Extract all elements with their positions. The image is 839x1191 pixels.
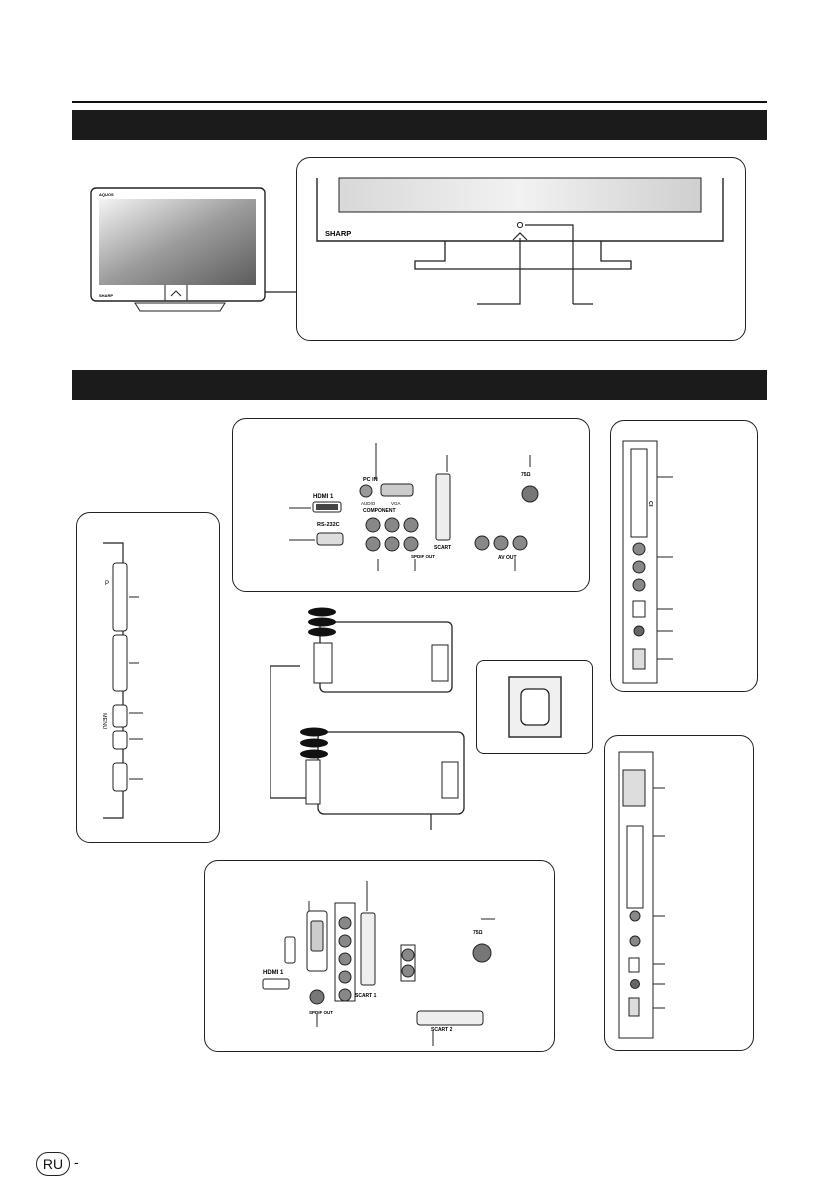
rear-connector-panel-a: HDMI 1 RS-232C PC IN AUDIO VGA COMPONENT… [232, 418, 590, 592]
ant-label: 75Ω [521, 472, 531, 478]
front-tv-brand: SHARP [99, 293, 113, 298]
pc-in-label: PC IN [363, 477, 378, 483]
side-buttons-panel: P MENU [76, 512, 220, 843]
front-tv-model: AQUOS [99, 192, 114, 197]
av-out-label: AV OUT [498, 555, 517, 561]
front-brand: SHARP [325, 229, 351, 238]
spdif-label: SPDIF OUT [411, 554, 435, 559]
side-connector-panel-b [604, 735, 754, 1051]
vga-label: VGA [391, 501, 401, 506]
rear-connector-panel-b: HDMI 1 SPDIF OUT SCART 1 SCART 2 75Ω [204, 860, 555, 1052]
rear-b-scart2: SCART 2 [431, 1027, 453, 1033]
scart-label: SCART [434, 545, 451, 551]
tv-rear-illustrations [270, 607, 465, 830]
side-connector-panel-a: CI [610, 420, 758, 692]
section-bar-rear [72, 370, 767, 400]
button-p-label: P [105, 581, 109, 587]
button-menu-label: MENU [101, 713, 107, 729]
language-badge: RU [36, 1152, 70, 1176]
hdmi1-label: HDMI 1 [313, 494, 334, 500]
rear-b-hdmi1: HDMI 1 [263, 970, 284, 976]
power-inlet-panel [476, 660, 593, 754]
rear-b-spdif: SPDIF OUT [309, 1010, 333, 1015]
section-bar-front [72, 110, 767, 140]
rs232c-label: RS-232C [317, 522, 340, 528]
component-label: COMPONENT [363, 508, 396, 514]
header-rule [72, 101, 767, 103]
rear-b-scart1: SCART 1 [355, 993, 377, 999]
tv-front-illustration: AQUOS SHARP [90, 187, 297, 312]
audio-label: AUDIO [361, 501, 376, 506]
front-detail-panel: SHARP [296, 157, 746, 341]
page-number: - [74, 1154, 79, 1170]
ci-label: CI [647, 501, 653, 507]
rear-b-ant: 75Ω [473, 930, 483, 936]
